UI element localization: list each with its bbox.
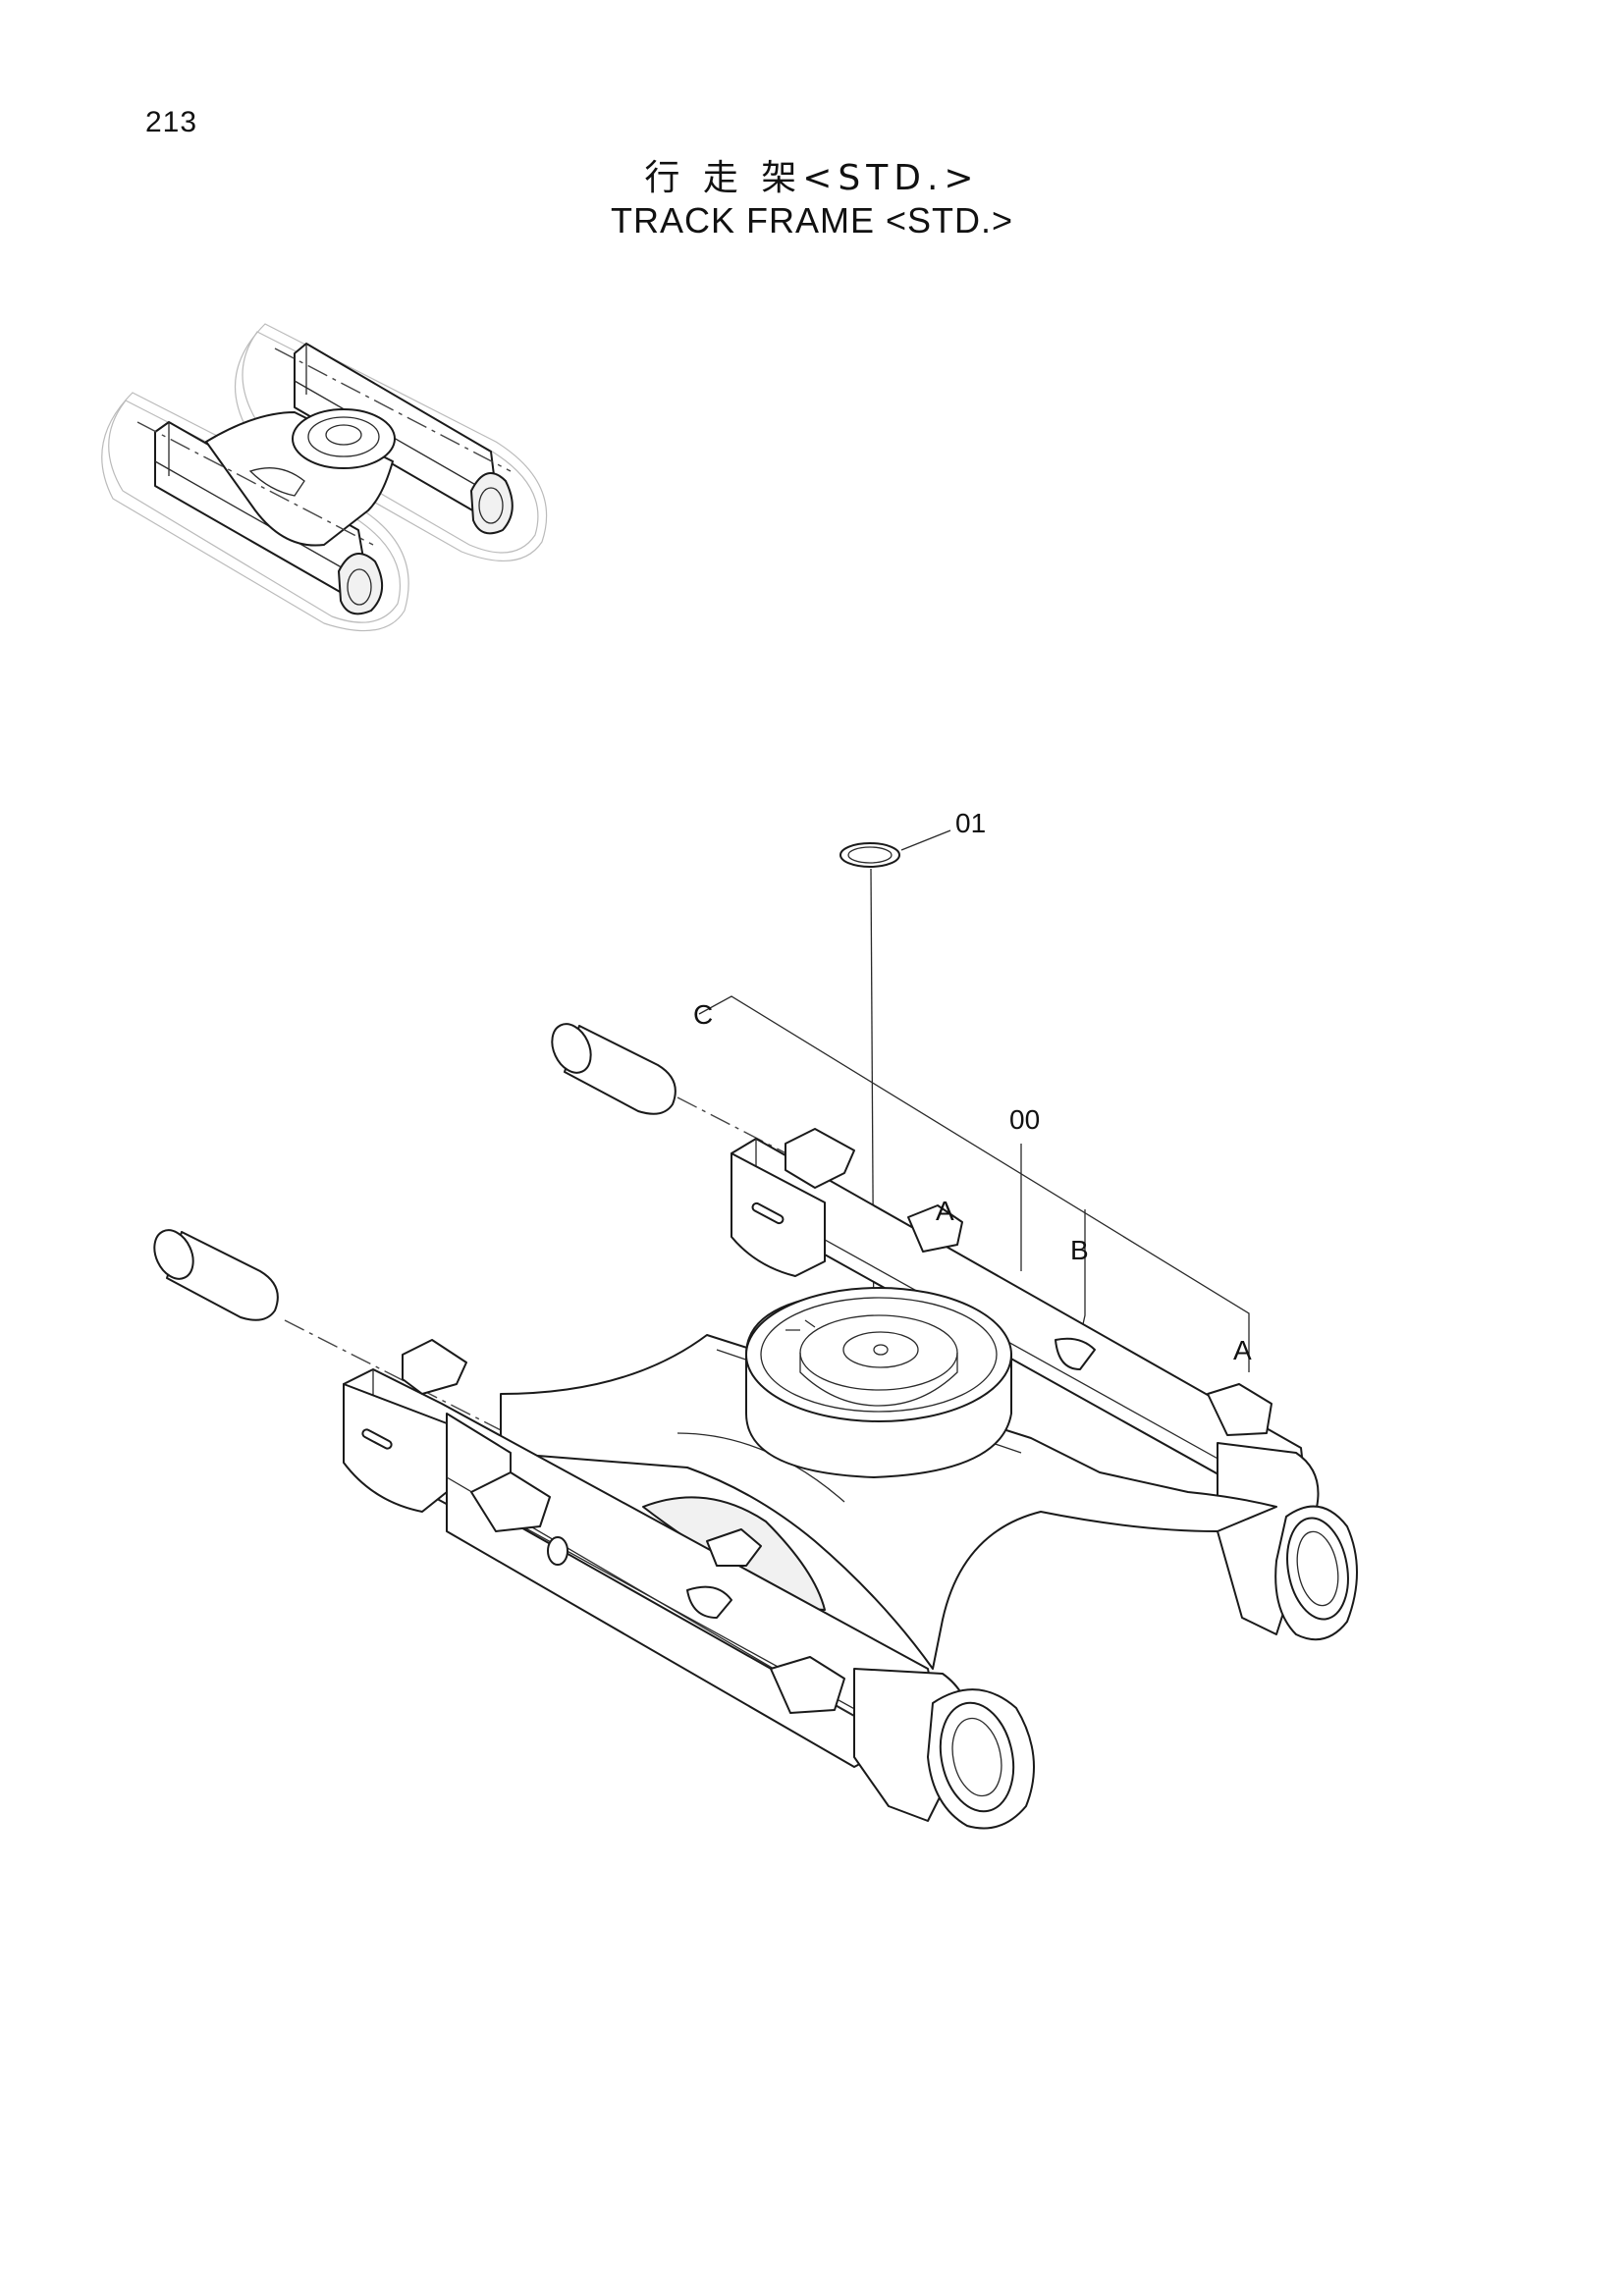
track-frame-overview-icon <box>101 323 548 632</box>
callout-01: 01 <box>955 808 986 838</box>
page-number: 213 <box>145 106 198 138</box>
swing-bearing-icon <box>745 1287 1012 1478</box>
track-frame-exploded-icon <box>153 829 1358 1830</box>
callout-a-left: A <box>936 1196 954 1226</box>
pin-lower-icon <box>153 1229 279 1321</box>
title-english: TRACK FRAME <STD.> <box>610 200 1014 240</box>
callout-a-right: A <box>1233 1335 1252 1365</box>
callout-b: B <box>1070 1235 1089 1265</box>
title-chinese: 行 走 架<STD.> <box>644 158 980 198</box>
pin-upper-icon <box>551 1023 677 1115</box>
callout-c: C <box>693 999 713 1030</box>
callout-00: 00 <box>1009 1104 1040 1135</box>
